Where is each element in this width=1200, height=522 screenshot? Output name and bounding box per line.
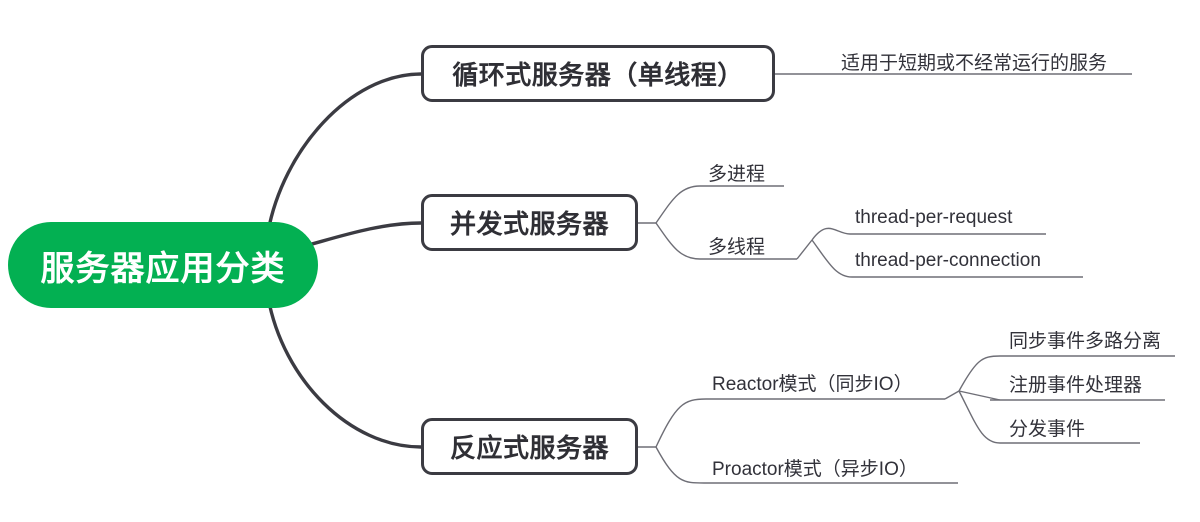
leaf-proactor-pattern[interactable]: Proactor模式（异步IO） <box>712 459 918 480</box>
leaf-thread-per-request[interactable]: thread-per-request <box>855 207 1013 228</box>
link-reactive-to-proactor <box>655 446 707 484</box>
branch-node-cyclic-label: 循环式服务器（单线程） <box>452 60 744 90</box>
branch-node-reactive[interactable]: 反应式服务器 <box>421 418 638 475</box>
branch-node-reactive-label: 反应式服务器 <box>449 433 609 463</box>
link-concurrent-to-multiprocess <box>655 185 701 224</box>
link-reactor-to-dispatch <box>958 390 1001 444</box>
link-multithread-to-tpc <box>811 239 853 278</box>
link-concurrent-to-multithread <box>655 222 701 260</box>
link-reactor-to-register <box>958 390 1001 401</box>
branch-node-cyclic[interactable]: 循环式服务器（单线程） <box>421 45 775 102</box>
link-reactive-to-reactor <box>655 398 707 448</box>
root-node[interactable]: 服务器应用分类 <box>8 222 318 308</box>
link-reactor-to-demux <box>958 355 1001 392</box>
link-root-to-cyclic <box>266 72 423 234</box>
branch-node-concurrent-label: 并发式服务器 <box>449 209 609 239</box>
link-multithread-stem <box>796 239 813 260</box>
link-root-to-reactive <box>266 295 423 449</box>
leaf-register-event-handler[interactable]: 注册事件处理器 <box>1009 375 1143 396</box>
leaf-sync-event-demultiplexing[interactable]: 同步事件多路分离 <box>1009 331 1162 352</box>
branch-node-concurrent[interactable]: 并发式服务器 <box>421 194 638 251</box>
leaf-multiprocess[interactable]: 多进程 <box>708 164 766 185</box>
leaf-cyclic-note[interactable]: 适用于短期或不经常运行的服务 <box>841 53 1108 74</box>
leaf-multithread[interactable]: 多线程 <box>708 237 766 258</box>
link-multithread-to-tpr <box>811 227 851 241</box>
leaf-thread-per-connection[interactable]: thread-per-connection <box>855 250 1041 271</box>
link-reactor-stem <box>944 390 960 400</box>
root-node-label: 服务器应用分类 <box>40 249 286 288</box>
leaf-reactor-pattern[interactable]: Reactor模式（同步IO） <box>712 374 913 395</box>
leaf-dispatch-event[interactable]: 分发事件 <box>1009 419 1086 440</box>
